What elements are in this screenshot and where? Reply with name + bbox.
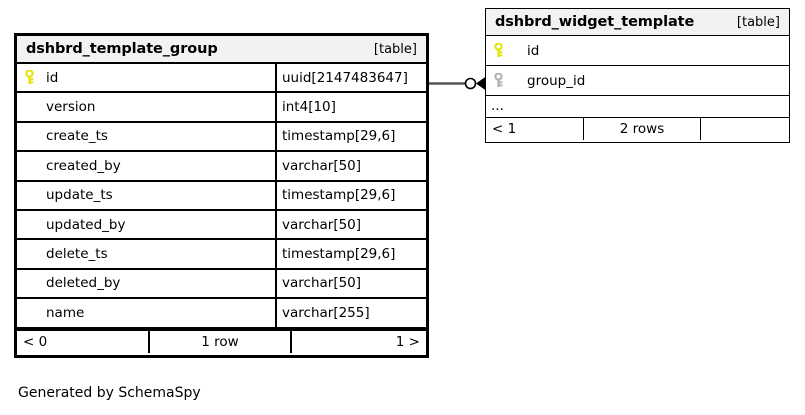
column-row[interactable]: update_ts timestamp[29,6]	[17, 181, 426, 211]
entity-table-dshbrd-widget-template[interactable]: dshbrd_widget_template [table] id	[485, 8, 790, 143]
column-type-cell: varchar[50]	[277, 152, 426, 179]
column-name: created_by	[46, 157, 121, 174]
column-type: timestamp[29,6]	[282, 128, 396, 145]
column-type-cell: timestamp[29,6]	[277, 240, 426, 267]
column-name: updated_by	[46, 216, 126, 233]
entity-title: dshbrd_widget_template	[495, 14, 695, 30]
column-name: delete_ts	[46, 246, 108, 263]
column-type-cell: timestamp[29,6]	[277, 182, 426, 209]
column-type-cell: varchar[50]	[277, 211, 426, 238]
column-type: varchar[50]	[282, 275, 362, 292]
column-row[interactable]: name varchar[255]	[17, 299, 426, 329]
column-name: version	[46, 99, 96, 116]
column-row[interactable]: create_ts timestamp[29,6]	[17, 122, 426, 153]
column-type: varchar[50]	[282, 216, 362, 233]
column-row[interactable]: delete_ts timestamp[29,6]	[17, 240, 426, 270]
entity-kind-label: [table]	[736, 14, 780, 30]
entity-table-dshbrd-template-group[interactable]: dshbrd_template_group [table] id uuid[21…	[14, 33, 429, 358]
column-type: varchar[255]	[282, 304, 370, 321]
column-type: int4[10]	[282, 99, 336, 116]
entity-kind-label: [table]	[373, 41, 417, 57]
column-name-cell: version	[17, 93, 277, 121]
column-name-cell: id	[17, 64, 277, 92]
key-icon-yellow	[24, 70, 46, 85]
column-name-cell: group_id	[486, 66, 789, 95]
column-row[interactable]: id uuid[2147483647]	[17, 64, 426, 94]
column-name: deleted_by	[46, 275, 121, 292]
footer-parent-count[interactable]: < 0	[17, 330, 150, 353]
key-icon-gray	[493, 73, 527, 88]
column-type-cell: varchar[255]	[277, 299, 426, 326]
diagram-caption: Generated by SchemaSpy	[18, 385, 201, 401]
column-row[interactable]: updated_by varchar[50]	[17, 210, 426, 241]
column-name: group_id	[527, 72, 586, 89]
footer-parent-count[interactable]: < 1	[486, 118, 584, 140]
column-type-cell: int4[10]	[277, 93, 426, 120]
column-name: create_ts	[46, 128, 108, 145]
entity-footer: < 0 1 row 1 >	[17, 328, 426, 353]
column-name: name	[46, 304, 85, 321]
entity-header: dshbrd_widget_template [table]	[486, 9, 789, 36]
column-name-cell: delete_ts	[17, 240, 277, 268]
column-name-cell: update_ts	[17, 181, 277, 209]
column-row[interactable]: deleted_by varchar[50]	[17, 269, 426, 300]
column-type: timestamp[29,6]	[282, 246, 396, 263]
column-row[interactable]: created_by varchar[50]	[17, 152, 426, 182]
column-name: update_ts	[46, 187, 113, 204]
column-type-cell: varchar[50]	[277, 270, 426, 297]
column-row[interactable]: id	[486, 36, 789, 66]
column-type-cell: timestamp[29,6]	[277, 123, 426, 150]
more-columns-ellipsis: ...	[491, 98, 504, 114]
column-type: timestamp[29,6]	[282, 187, 396, 204]
footer-row-count: 2 rows	[584, 118, 701, 140]
key-icon-yellow	[493, 43, 527, 58]
entity-footer: < 1 2 rows	[486, 118, 789, 140]
column-name: id	[46, 69, 59, 86]
column-row[interactable]: group_id	[486, 66, 789, 96]
column-name-cell: create_ts	[17, 122, 277, 151]
footer-child-count[interactable]: 1 >	[395, 333, 420, 350]
more-columns-indicator[interactable]: ...	[486, 96, 789, 118]
column-name: id	[527, 42, 540, 59]
column-type: varchar[50]	[282, 157, 362, 174]
column-type: uuid[2147483647]	[282, 69, 408, 86]
cardinality-zero-marker	[464, 77, 477, 90]
column-type-cell: uuid[2147483647]	[277, 64, 426, 91]
entity-title: dshbrd_template_group	[26, 41, 218, 57]
column-name-cell: deleted_by	[17, 269, 277, 298]
footer-row-count: 1 row	[150, 330, 292, 353]
column-name-cell: updated_by	[17, 210, 277, 239]
column-name-cell: name	[17, 299, 277, 327]
entity-header: dshbrd_template_group [table]	[17, 36, 426, 64]
column-row[interactable]: version int4[10]	[17, 93, 426, 123]
footer-child-count	[701, 118, 789, 140]
column-name-cell: created_by	[17, 152, 277, 180]
column-name-cell: id	[486, 36, 789, 65]
